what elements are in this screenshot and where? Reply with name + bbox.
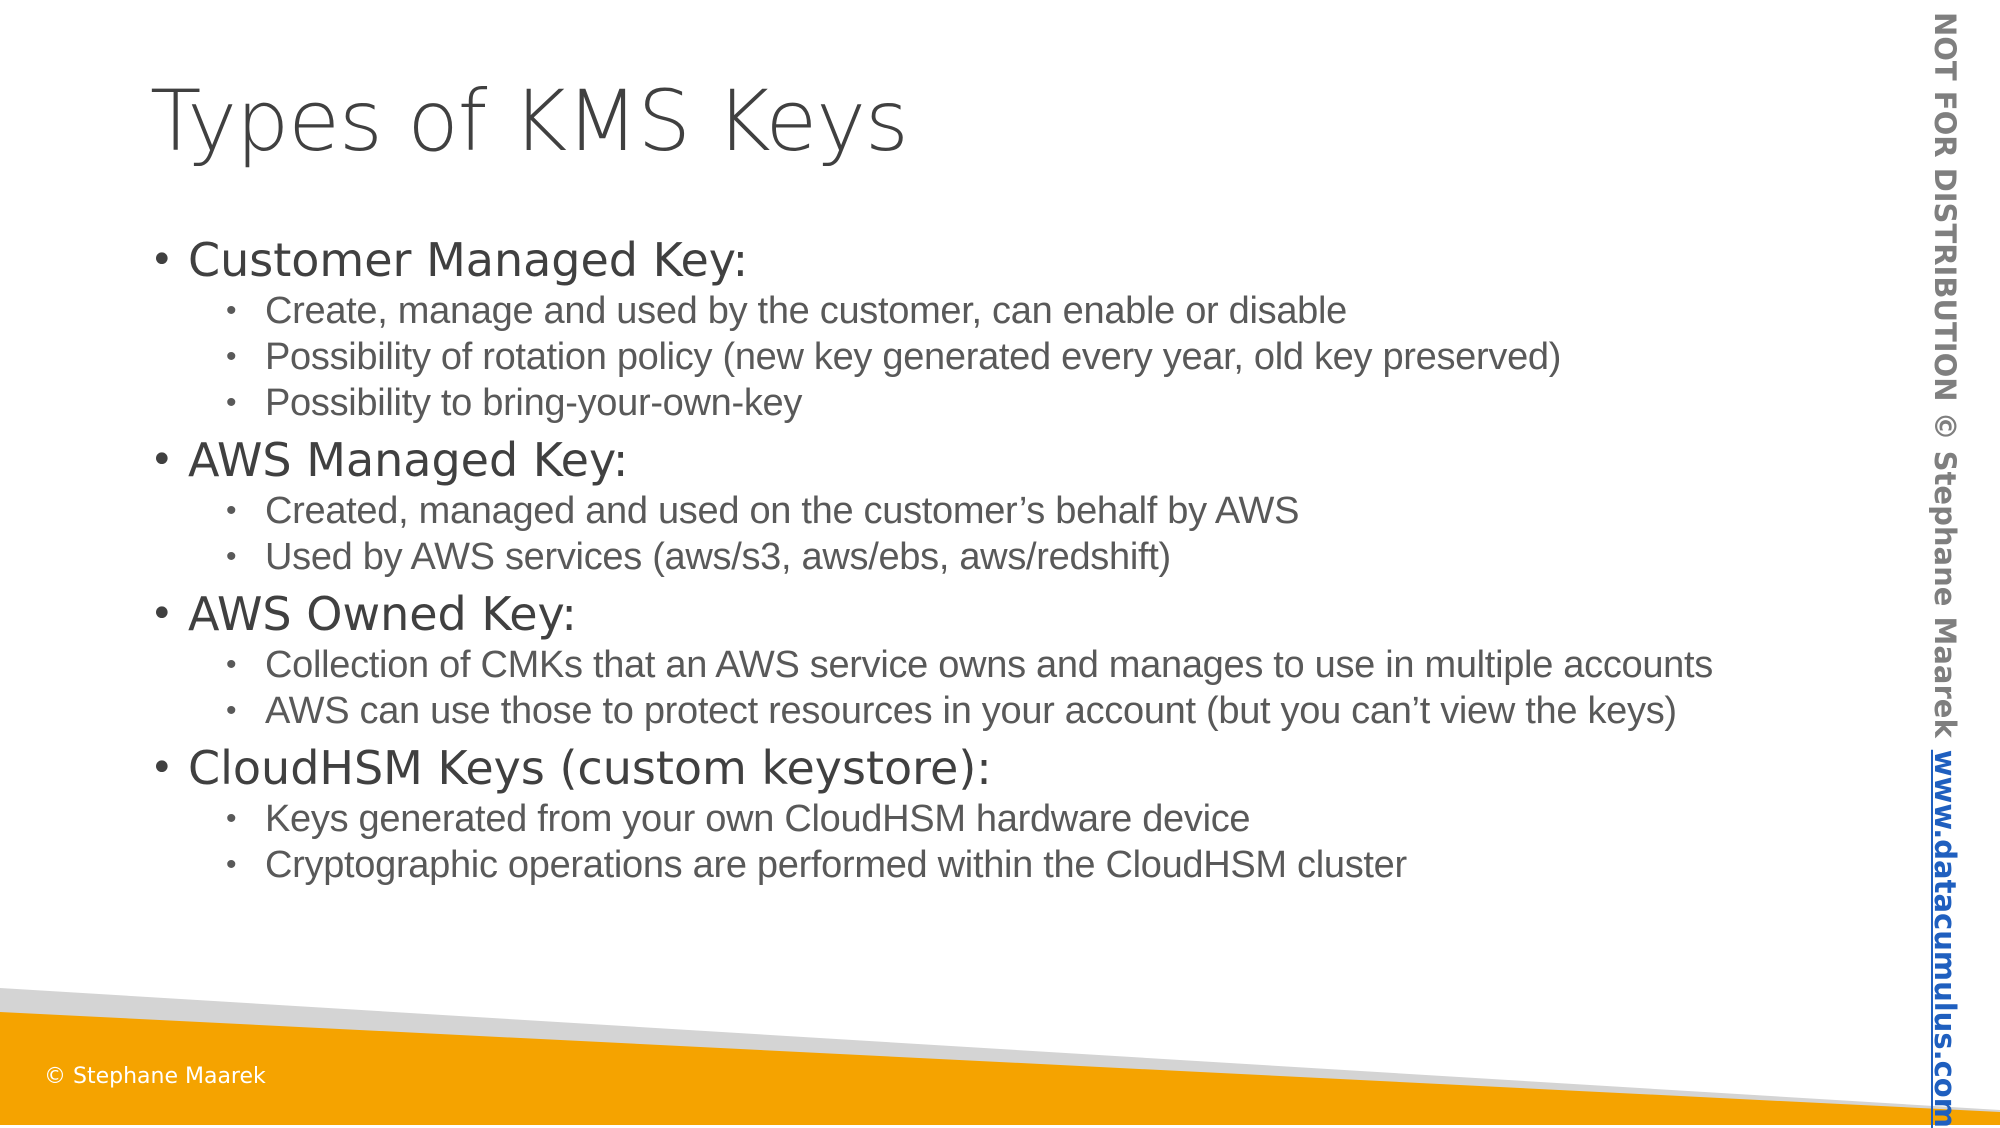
list-item: AWS can use those to protect resources i… [265, 690, 1677, 732]
bullet-icon: • [226, 340, 237, 373]
section-heading: CloudHSM Keys (custom keystore): [188, 741, 992, 795]
list-item: Possibility of rotation policy (new key … [265, 336, 1562, 378]
bullet-icon: • [226, 648, 237, 681]
slide-title: Types of KMS Keys [150, 72, 909, 170]
bullet-icon: • [150, 437, 174, 483]
list-item: Create, manage and used by the customer,… [265, 290, 1347, 332]
bullet-icon: • [226, 540, 237, 573]
bullet-icon: • [226, 694, 237, 727]
section-cloudhsm-keys: • CloudHSM Keys (custom keystore): • Keys … [150, 740, 1930, 888]
bullet-icon: • [226, 386, 237, 419]
list-item: Created, managed and used on the custome… [265, 490, 1300, 532]
section-heading: AWS Managed Key: [188, 433, 629, 487]
list-item: Keys generated from your own CloudHSM ha… [265, 798, 1251, 840]
watermark-text: NOT FOR DISTRIBUTION © Stephane Maarek [1928, 12, 1962, 738]
section-heading: Customer Managed Key: [188, 233, 749, 287]
list-item: Possibility to bring-your-own-key [265, 382, 803, 424]
section-heading: AWS Owned Key: [188, 587, 577, 641]
bullet-list: • Customer Managed Key: • Create, manage a… [150, 232, 1930, 894]
bullet-icon: • [226, 848, 237, 881]
watermark-link[interactable]: www.datacumulus.com [1928, 749, 1962, 1128]
bullet-icon: • [150, 591, 174, 637]
bullet-icon: • [150, 745, 174, 791]
list-item: Used by AWS services (aws/s3, aws/ebs, a… [265, 536, 1171, 578]
bullet-icon: • [226, 802, 237, 835]
bullet-icon: • [226, 294, 237, 327]
list-item: Collection of CMKs that an AWS service o… [265, 644, 1713, 686]
section-aws-owned-key: • AWS Owned Key: • Collection of CMKs that… [150, 586, 1930, 734]
bullet-icon: • [226, 494, 237, 527]
list-item: Cryptographic operations are performed w… [265, 844, 1407, 886]
footer-orange-stripe [0, 1012, 2000, 1125]
bullet-icon: • [150, 237, 174, 283]
section-customer-managed-key: • Customer Managed Key: • Create, manage a… [150, 232, 1930, 426]
section-aws-managed-key: • AWS Managed Key: • Created, managed and … [150, 432, 1930, 580]
side-watermark: NOT FOR DISTRIBUTION © Stephane Maarek ww… [1928, 12, 1962, 1128]
footer-copyright: © Stephane Maarek [44, 1064, 266, 1089]
